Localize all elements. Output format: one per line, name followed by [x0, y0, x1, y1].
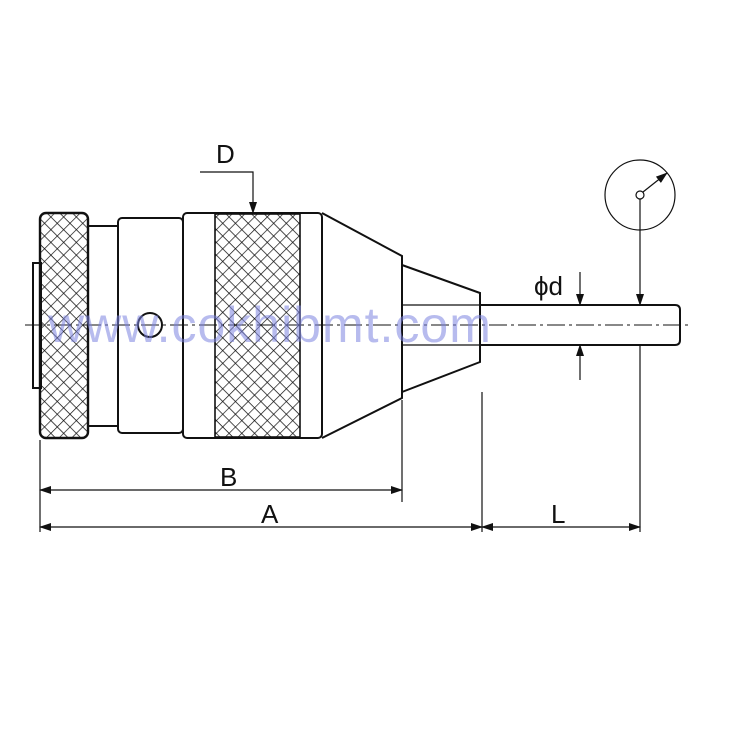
watermark: www.cokhibmt.com [47, 297, 492, 353]
label-D: D [216, 139, 235, 169]
collet [401, 264, 481, 393]
key-hole [137, 312, 163, 338]
nose-cone [321, 212, 403, 439]
collet-slots [402, 304, 480, 346]
label-A: A [261, 499, 279, 529]
label-B: B [220, 462, 237, 492]
label-L: L [551, 499, 565, 529]
runout-gauge-symbol [604, 159, 676, 306]
d-leader [200, 171, 257, 214]
label-phi-d: ϕd [534, 271, 563, 301]
